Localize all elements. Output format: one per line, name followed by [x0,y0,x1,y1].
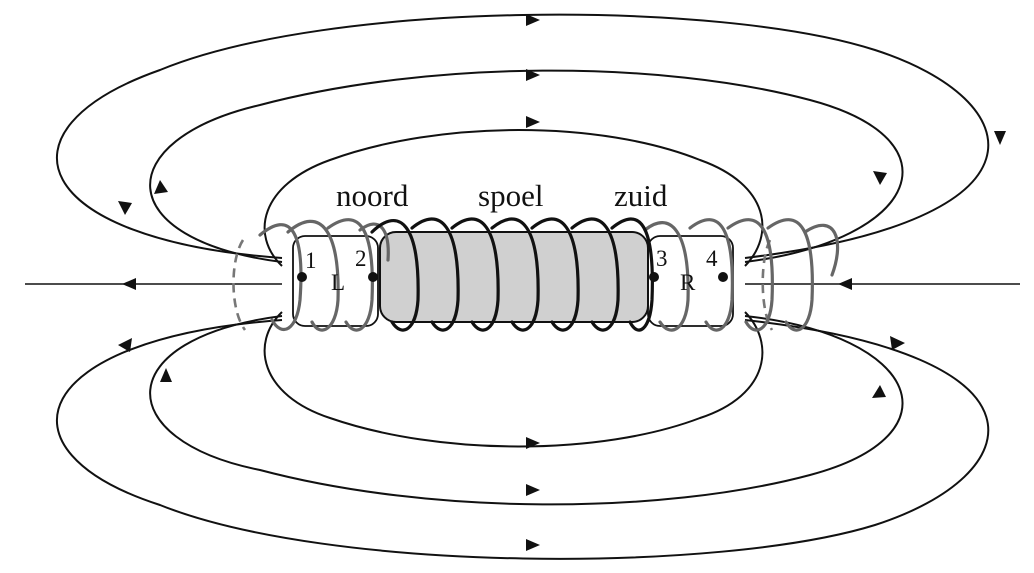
field-line-top-inner [263,129,764,267]
point-2-dot [368,272,378,282]
field-lines [25,13,1020,560]
point-1-dot [297,272,307,282]
coil-label: spoel [478,178,543,213]
point-3-label: 3 [656,246,668,271]
point-2-label: 2 [355,246,367,271]
coil-core [379,231,649,323]
arrow-axis-right [838,278,852,290]
arrow-bottom-outer [526,539,540,551]
field-arrows [118,14,1006,551]
arrow-bottom-inner [526,437,540,449]
arrow-right-bottom-middle [872,385,886,398]
point-4-dot [718,272,728,282]
left-magnet [292,235,379,327]
arrow-top-middle [526,69,540,81]
arrow-left-top-middle [154,180,168,194]
field-line-bottom-outer [56,319,990,560]
arrow-top-outer [526,14,540,26]
point-3-dot [649,272,659,282]
arrow-left-bottom-middle [160,368,172,382]
point-1-label: 1 [305,248,317,273]
north-label: noord [336,178,409,213]
arrow-axis-left [122,278,136,290]
right-magnet-label: R [680,270,696,295]
arrow-right-bottom-outer [890,336,905,350]
south-label: zuid [614,178,668,213]
field-line-bottom-middle [149,315,904,506]
points: 1 2 3 4 [297,246,728,282]
arrow-right-top-outer [994,131,1006,145]
arrow-left-bottom-outer [118,338,132,352]
left-magnet-label: L [331,270,345,295]
field-line-top-middle [149,69,904,263]
field-line-top-outer [56,13,990,259]
field-line-bottom-inner [263,311,764,448]
gray-windings-back [232,239,774,331]
arrow-bottom-middle [526,484,540,496]
gray-windings [258,218,840,332]
arrow-top-inner [526,116,540,128]
coil-windings [370,217,654,332]
point-4-label: 4 [706,246,718,271]
arrow-left-top-outer [118,201,132,215]
arrow-right-top-middle [873,171,887,185]
